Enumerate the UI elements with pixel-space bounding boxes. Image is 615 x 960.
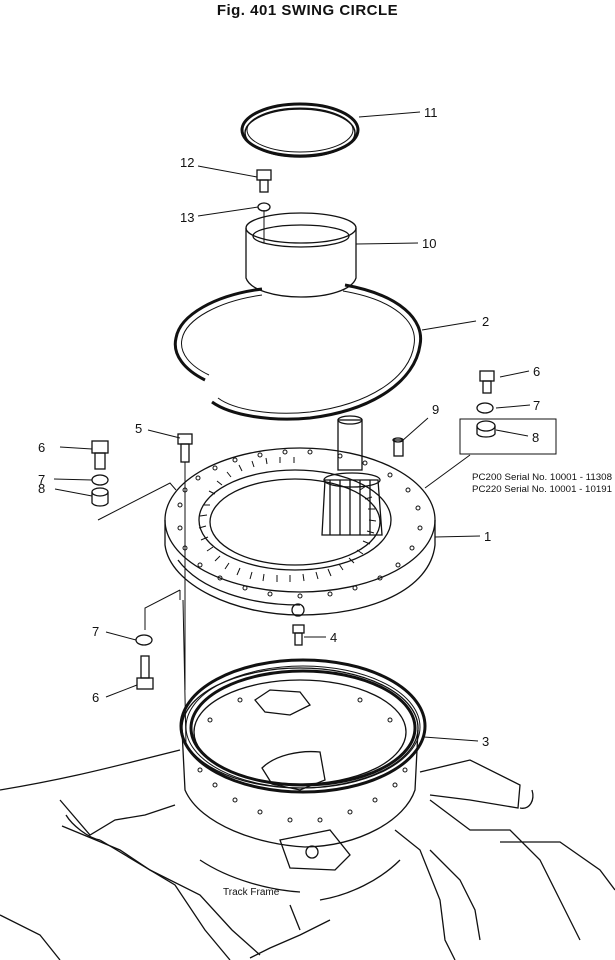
serial-note-line-1: PC200 Serial No. 10001 - 11308 (472, 472, 612, 482)
washer-7-left (91, 474, 109, 486)
callout-7-right: 7 (533, 398, 540, 413)
callout-4: 4 (330, 630, 337, 645)
washer-7-lower (135, 634, 153, 646)
callout-6-right: 6 (533, 364, 540, 379)
seal-ring-2 (173, 283, 423, 421)
bolt-12 (256, 169, 272, 193)
callout-13: 13 (180, 210, 194, 225)
callout-8-right: 8 (532, 430, 539, 445)
callout-7-left: 7 (38, 472, 45, 487)
callout-7-lower: 7 (92, 624, 99, 639)
spacer-8-left (91, 487, 109, 507)
swing-circle-bearing (164, 447, 436, 617)
callout-1: 1 (484, 529, 491, 544)
part-8-box (459, 418, 557, 455)
callout-10: 10 (422, 236, 436, 251)
washer-13 (257, 202, 271, 212)
callout-6-lower: 6 (92, 690, 99, 705)
track-frame (0, 749, 615, 960)
washer-7-right (476, 402, 494, 414)
callout-12: 12 (180, 155, 194, 170)
callout-11: 11 (424, 105, 438, 120)
mounting-base (181, 667, 419, 848)
pinion-shaft (321, 415, 383, 536)
serial-note: PC200 Serial No. 10001 - 11308 PC220 Ser… (472, 472, 612, 494)
serial-note-line-2: PC220 Serial No. 10001 - 10191 (472, 484, 612, 494)
callouts: 11 12 13 10 2 6 7 9 5 8 6 7 8 1 4 7 6 3 (38, 105, 540, 749)
callout-6-left: 6 (38, 440, 45, 455)
track-frame-label: Track Frame (223, 887, 280, 898)
collar-10 (245, 212, 357, 298)
spacer-8-right (476, 420, 496, 438)
leader-lines (53, 111, 531, 742)
callout-2: 2 (482, 314, 489, 329)
bolt-6-lower (136, 655, 154, 690)
figure-title: Fig. 401 SWING CIRCLE (216, 2, 399, 19)
bolt-5 (177, 433, 193, 463)
callout-8-left: 8 (38, 481, 45, 496)
bolt-6-right (479, 370, 495, 394)
grease-fitting-4 (292, 624, 305, 646)
ring-11 (240, 102, 360, 158)
pin-9 (392, 437, 404, 457)
callout-9: 9 (432, 402, 439, 417)
assembly-lines (97, 210, 471, 746)
bolt-6-left (91, 440, 109, 470)
callout-3: 3 (482, 734, 489, 749)
callout-5: 5 (135, 421, 142, 436)
